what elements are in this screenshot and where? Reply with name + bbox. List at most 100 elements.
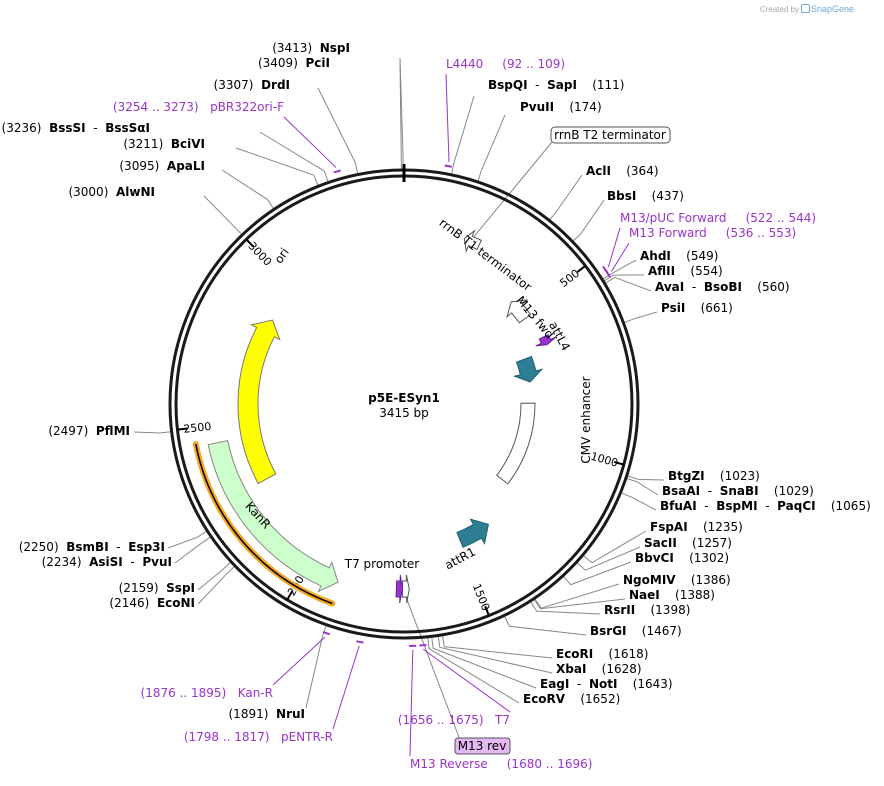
site-position: (1065) [816,499,871,513]
site-leader-bbvci [562,561,632,586]
credit-brand: SnapGene [810,4,854,14]
site-label-btgzi: BtgZI (1023) [668,469,760,483]
site-separator: - [86,121,106,135]
site-name: BbsI [607,189,636,203]
site-separator: - [758,499,778,513]
site-name: BfuAI [660,499,697,513]
primer-mark-pbr322ori-f [333,169,341,174]
site-name: AvaI [655,280,684,294]
site-label-xbai: XbaI (1628) [556,662,642,676]
primer-position: (1656 .. 1675) [398,713,495,727]
site-leader-bsmbi [167,530,208,549]
site-name: NgoMIV [623,573,676,587]
site-name: BssSI [49,121,86,135]
site-label-pcii: (3409) PciI [258,56,330,70]
site-name: SspI [166,581,195,595]
plasmid-name: p5E-ESyn1 [368,391,440,405]
primer-mark-t7 [419,643,427,647]
site-position: (549) [671,249,719,263]
site-name: FspAI [650,520,688,534]
site-name: SapI [547,78,577,92]
site-separator: - [123,555,143,569]
tick-label: 3000 [245,239,274,268]
credit-prefix: Created by [759,5,799,14]
site-label-nrui: (1891) NruI [229,707,306,721]
feature-rrnb-t2-terminator [463,229,483,254]
primer-name: T7 [494,713,510,727]
site-label-bsssi: (3236) BssSI - BssSαI [2,121,150,135]
site-leader-rsrii [529,600,601,615]
primer-label-m13-puc-forward: M13/pUC Forward (522 .. 544) [620,211,816,225]
primer-name: pBR322ori-F [210,100,284,114]
site-leader-sacii [576,546,641,571]
site-position: (2159) [119,581,167,595]
leader-lines-layer [133,57,665,757]
site-label-apali: (3095) ApaLI [119,159,205,173]
site-position: (437) [636,189,684,203]
site-leader-bcivi [235,147,319,187]
site-leader-bsrgi [503,615,587,636]
site-leader-acli [548,174,583,221]
tick-mark [576,265,586,273]
site-label-ngomiv: NgoMIV (1386) [623,573,731,587]
primer-leader-m13-reverse [409,649,414,757]
feature-m13-fwd [535,333,557,347]
primer-name: pENTR-R [281,730,333,744]
primer-leader-pbr322ori-f [283,116,337,168]
site-leader-eagi [431,636,537,689]
site-name: BsoBI [704,280,742,294]
tick-mark [286,590,294,601]
site-position: (1891) [229,707,277,721]
site-name: AsiSI [89,555,123,569]
site-leader-psii [623,311,658,324]
site-label-bbsi: BbsI (437) [607,189,684,203]
site-leader-bspqi [450,95,475,175]
feature-m13-rev [395,574,403,604]
features-layer [192,229,557,607]
primer-position: (3254 .. 3273) [113,100,210,114]
site-position: (3236) [2,121,50,135]
primer-name: M13 Reverse [410,757,507,771]
feature-cmv-enhancer [496,402,536,485]
primer-mark-kan-r [322,631,331,636]
site-label-ecorv: EcoRV (1652) [523,692,620,706]
site-position: (1618) [593,647,648,661]
site-name: PsiI [661,301,685,315]
feature-t7-promoter [401,574,410,604]
site-name: AlwNI [116,185,155,199]
snapgene-logo-icon [800,4,810,13]
site-position: (3095) [119,159,167,173]
site-position: (3211) [123,137,171,151]
primer-mark-pentr-r [356,640,364,644]
site-position: (1029) [759,484,814,498]
site-position: (661) [685,301,733,315]
site-position: (1235) [688,520,743,534]
site-name: BssSαI [105,121,150,135]
site-leader-fspai [582,530,647,564]
site-position: (174) [554,100,602,114]
primer-label-l4440: L4440 (92 .. 109) [446,57,565,71]
site-label-psii: PsiI (661) [661,301,733,315]
site-leader-apali [221,169,275,210]
site-name: AhdI [640,249,671,263]
site-position: (2250) [19,540,67,554]
site-label-econi: (2146) EcoNI [109,596,195,610]
site-position: (2234) [42,555,90,569]
site-separator: - [109,540,129,554]
primer-leader-t7 [422,648,511,713]
site-leader-btgzi [626,475,665,481]
site-leader-bbsi [572,199,605,243]
feature-label-ori: ori [272,245,292,266]
site-name: BtgZI [668,469,705,483]
site-label-pvuii: PvuII (174) [520,100,602,114]
site-label-alwni: (3000) AlwNI [68,185,155,199]
site-leader-ecorv [427,636,520,704]
primer-position: (1876 .. 1895) [141,686,238,700]
site-leader-pflmi [133,431,172,434]
site-name: BsmBI [66,540,108,554]
site-leader-nrui [305,624,327,709]
site-leader-sspi [197,561,232,591]
site-label-bsrgi: BsrGI (1467) [590,624,682,638]
primer-leader-kan-r [272,636,326,686]
